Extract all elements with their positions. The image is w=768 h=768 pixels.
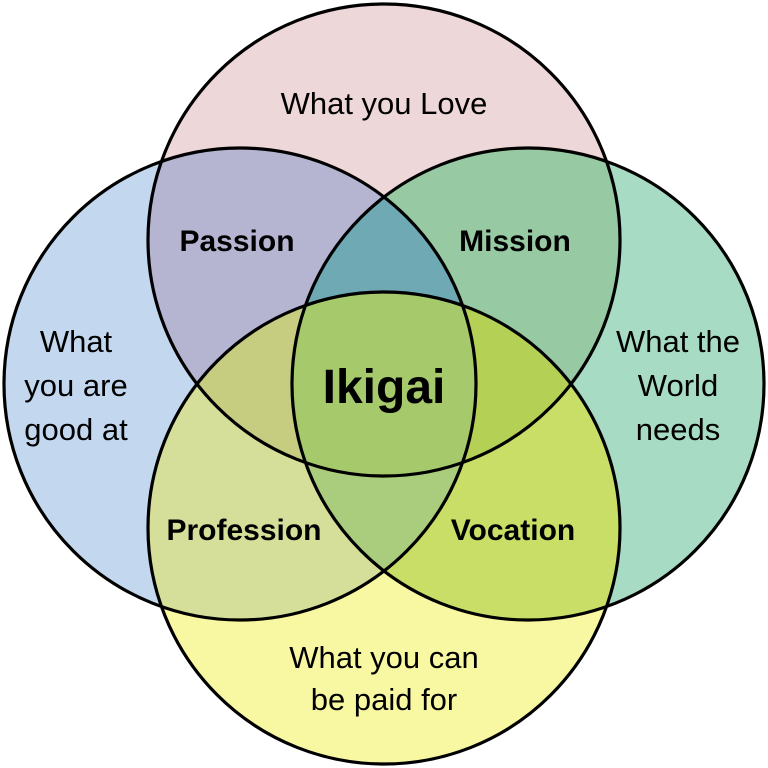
- region-love-needs-paid: [292, 292, 620, 476]
- region-love-goodat-needs: [292, 148, 476, 476]
- label-what-you-love: What you Love: [281, 86, 488, 121]
- region-love-goodat-needs-fill: [292, 148, 476, 476]
- region-love-needs-paid-fill: [292, 292, 620, 476]
- label-passion: Passion: [179, 225, 294, 258]
- label-good-at-line-1: What: [40, 324, 113, 359]
- label-world-needs-line-3: needs: [636, 412, 720, 447]
- outline-needs-circle: [290, 146, 766, 622]
- label-vocation: Vocation: [451, 514, 575, 547]
- label-world-needs-line-2: World: [638, 368, 718, 403]
- outline-paid-circle: [146, 290, 622, 766]
- outline-goodat-circle: [2, 146, 478, 622]
- label-paid-for-line-2: be paid for: [311, 682, 458, 717]
- label-ikigai: Ikigai: [323, 361, 446, 414]
- label-world-needs-line-1: What the: [616, 324, 740, 359]
- region-love-goodat-paid: [148, 292, 476, 476]
- label-paid-for-line-1: What you can: [289, 640, 479, 675]
- region-love-goodat-paid-fill: [148, 292, 476, 476]
- region-goodat-needs-paid: [292, 292, 476, 620]
- region-goodat-needs-paid-fill: [292, 292, 476, 620]
- label-good-at-line-3: good at: [24, 412, 128, 447]
- label-mission: Mission: [459, 225, 571, 258]
- outline-love-circle: [146, 2, 622, 478]
- label-good-at-line-2: you are: [24, 368, 127, 403]
- label-profession: Profession: [166, 514, 321, 547]
